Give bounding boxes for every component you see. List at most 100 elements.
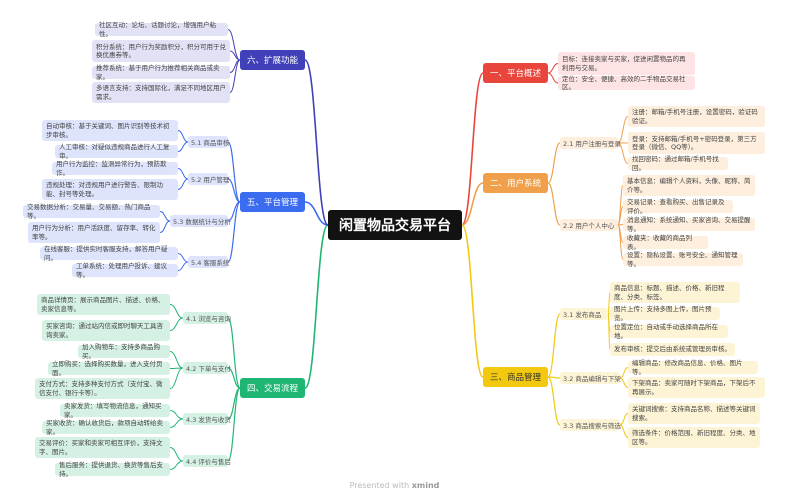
leaf-topic[interactable]: 发布审核：提交后由系统或管理员审核。 [610,343,735,356]
connector [159,220,171,233]
leaf-topic[interactable]: 商品详情页：展示商品图片、描述、价格、卖家信息等。 [37,294,170,315]
leaf-topic[interactable]: 积分系统：用户行为奖励积分，积分可用于兑换优惠券等。 [92,40,230,62]
subtopic[interactable]: 2.1 用户注册与登录 [560,137,621,149]
leaf-topic[interactable]: 找回密码：通过邮箱/手机号找回。 [628,155,728,172]
leaf-topic[interactable]: 买家咨询：通过站内信或即时聊天工具咨询卖家。 [42,320,170,341]
subtopic[interactable]: 5.1 商品审核 [188,136,229,148]
leaf-topic[interactable]: 图片上传：支持多图上传，图片预览。 [610,305,720,322]
leaf-topic[interactable]: 下架商品：卖家可随时下架商品，下架后不再展示。 [628,377,765,398]
leaf-topic[interactable]: 支付方式：支持多种支付方式（支付宝、微信支付、银行卡等）。 [35,378,170,399]
leaf-topic[interactable]: 人工审核：对疑似违规商品进行人工复审。 [55,143,178,160]
subtopic[interactable]: 3.3 商品搜索与筛选 [560,419,621,431]
connector [619,413,629,426]
connector [617,206,624,226]
leaf-topic[interactable]: 消息通知：系统通知、买家咨询、交易提醒等。 [623,216,755,233]
subtopic[interactable]: 2.2 用户个人中心 [560,219,618,231]
connector [304,224,329,389]
connector [169,351,184,369]
connector [461,224,484,378]
footer: Presented with xmind [0,481,789,490]
leaf-topic[interactable]: 卖家发货：填写物流信息，通知买家。 [60,402,170,419]
connector [227,178,241,203]
leaf-topic[interactable]: 多语言支持：支持国际化，满足不同地区用户需求。 [92,82,230,103]
leaf-topic[interactable]: 定位：安全、便捷、高效的二手物品交易社区。 [558,75,695,91]
leaf-topic[interactable]: 用户行为监控：监测异常行为，预防欺诈。 [52,160,178,177]
subtopic[interactable]: 5.3 数据统计与分析 [170,215,231,227]
leaf-topic[interactable]: 设置：隐私设置、账号安全、通知管理等。 [623,251,743,268]
connector [304,201,329,226]
connector [547,313,561,378]
leaf-topic[interactable]: 加入购物车：支持多商品购买。 [78,343,170,360]
leaf-topic[interactable]: 注册：邮箱/手机号注册，设置密码，验证码验证。 [628,106,765,127]
connector [607,292,611,315]
connector [617,116,629,144]
leaf-topic[interactable]: 编辑商品：修改商品信息、价格、图片等。 [628,359,758,376]
connector [169,367,184,389]
connector [227,367,241,389]
branch-topic[interactable]: 四、交易流程 [240,378,305,398]
leaf-topic[interactable]: 交易记录：查看购买、出售记录及评价。 [623,198,733,215]
leaf-topic[interactable]: 用户行为分析：用户活跃度、留存率、转化率等。 [28,222,160,243]
connector [304,59,329,226]
connector [169,418,184,428]
connector [227,387,241,462]
leaf-topic[interactable]: 筛选条件：价格范围、新旧程度、分类、地区等。 [628,427,760,448]
leaf-topic[interactable]: 基本信息：编辑个人资料，头像、昵称、简介等。 [623,175,755,196]
leaf-topic[interactable]: 商品信息：标题、描述、价格、新旧程度、分类、标签。 [610,282,740,303]
subtopic[interactable]: 4.4 评价与售后 [183,455,231,467]
connector [229,59,241,93]
leaf-topic[interactable]: 收藏夹：收藏的商品列表。 [623,234,708,251]
subtopic[interactable]: 4.1 浏览与咨询 [183,312,231,324]
leaf-topic[interactable]: 位置定位：自动或手动选择商品所在地。 [610,323,728,340]
connector [177,261,189,271]
leaf-topic[interactable]: 违规处理：对违规用户进行警告、限制功能、封号等处理。 [42,179,178,200]
leaf-topic[interactable]: 登录：支持邮箱/手机号+密码登录，第三方登录（微信、QQ等）。 [628,132,765,154]
connector [227,317,241,389]
branch-topic[interactable]: 六、扩展功能 [240,50,305,70]
leaf-topic[interactable]: 交易评价：买家和卖家可相互评价，支持文字、图片。 [35,437,170,458]
connector [547,182,561,226]
leaf-topic[interactable]: 关键词搜索：支持商品名称、描述等关键词搜索。 [628,403,760,424]
leaf-topic[interactable]: 买家收货：确认收货后，款项自动转给卖家。 [42,419,170,436]
connector [607,313,611,350]
branch-topic[interactable]: 一、平台概述 [483,63,548,83]
leaf-topic[interactable]: 售后服务：提供退货、换货等售后支持。 [55,461,170,478]
connector [159,211,171,222]
leaf-topic[interactable]: 立即购买：选择购买数量，进入支付页面。 [48,360,170,377]
leaf-topic[interactable]: 目标：连接卖家与买家，促进闲置物品的再利用与交易。 [558,52,695,75]
subtopic[interactable]: 3.1 发布商品 [560,308,608,320]
connector [169,460,184,470]
branch-topic[interactable]: 二、用户系统 [483,173,548,193]
connector [177,168,189,180]
connector [177,141,189,152]
leaf-topic[interactable]: 工单系统：处理用户投诉、建议等。 [72,262,178,279]
connector [177,178,189,190]
xmind-brand: xmind [411,481,440,490]
connector [229,50,241,61]
subtopic[interactable]: 5.4 客服系统 [188,256,229,268]
connector [547,376,561,379]
central-topic[interactable]: 闲置物品交易平台 [328,210,462,240]
connector [169,447,184,462]
connector [227,141,241,203]
leaf-topic[interactable]: 自动审核：基于关键词、图片识别等技术初步审核。 [42,120,178,141]
subtopic[interactable]: 5.2 用户管理 [188,173,229,185]
connector [619,367,629,379]
connector [547,376,561,426]
leaf-topic[interactable]: 在线客服：提供实时客服支持，解答用户疑问。 [40,245,178,262]
leaf-topic[interactable]: 交易数据分析：交易量、交易额、热门商品等。 [23,203,160,220]
connector [547,63,559,74]
connector [169,410,184,420]
connector [461,182,484,226]
leaf-topic[interactable]: 社区互动：论坛、话题讨论，增强用户粘性。 [95,21,228,38]
connector [169,304,184,319]
connector [617,224,624,260]
subtopic[interactable]: 4.2 下单与支付 [183,362,231,374]
leaf-topic[interactable]: 推荐系统：基于用户行为推荐相关商品或卖家。 [92,64,230,81]
branch-topic[interactable]: 三、商品管理 [483,367,548,387]
branch-topic[interactable]: 五、平台管理 [240,192,305,212]
subtopic[interactable]: 3.2 商品编辑与下架 [560,372,621,384]
connector [169,317,184,331]
connector [547,142,561,184]
subtopic[interactable]: 4.3 发货与收货 [183,413,231,425]
